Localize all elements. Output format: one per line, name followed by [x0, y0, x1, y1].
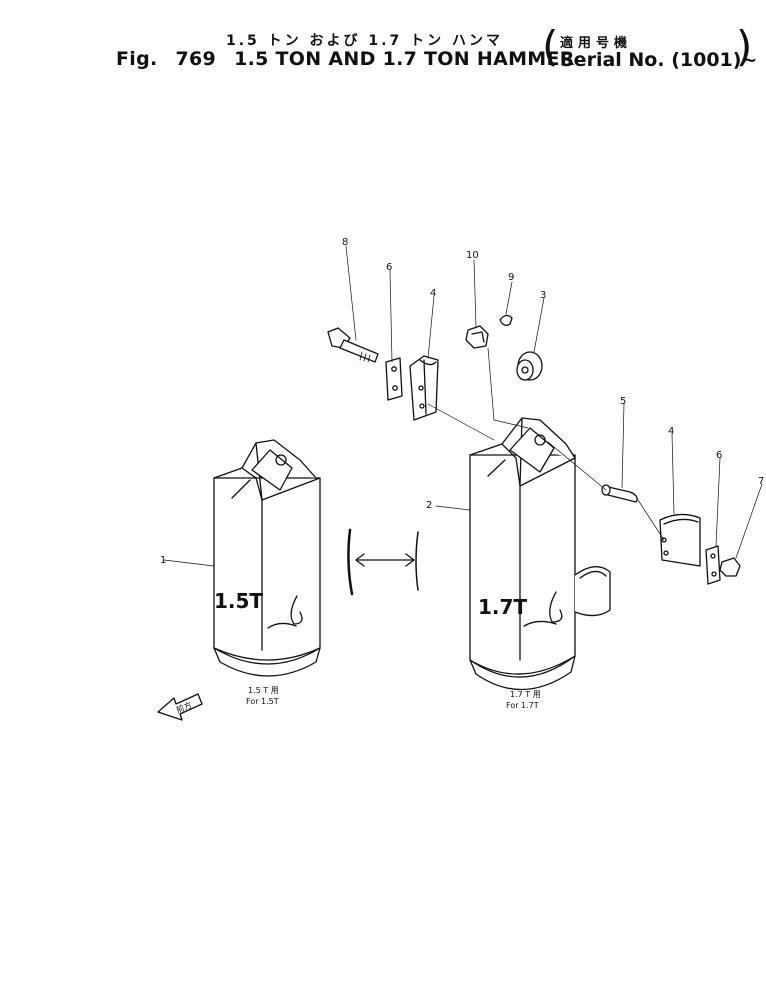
close-paren: ) [736, 22, 753, 71]
callout-6-upper: 6 [386, 262, 392, 273]
part-shaft-5 [601, 484, 638, 503]
japanese-title: 1.5 トン および 1.7 トン ハンマ [226, 33, 503, 49]
front-direction-arrow: 前方 [157, 693, 203, 721]
assembly-lines [427, 347, 665, 541]
hammer-1-7t: 1.7T [469, 417, 611, 691]
callout-6-lower: 6 [716, 450, 722, 461]
leader-lines [163, 245, 763, 567]
caption-left-en: For 1.5T [246, 697, 279, 706]
fig-number: 769 [175, 48, 217, 70]
open-paren: ( [542, 22, 559, 71]
part-washer-3 [516, 351, 543, 381]
caption-left-jp: 1.5 T 用 [248, 686, 279, 695]
callout-7: 7 [758, 476, 764, 487]
caption-right-jp: 1.7 T 用 [510, 690, 541, 699]
stamp-1-5t: 1.5T [214, 589, 263, 613]
caption-right-en: For 1.7T [506, 701, 539, 710]
callout-2: 2 [426, 500, 432, 511]
fig-label: Fig. [116, 48, 158, 70]
callout-5: 5 [620, 396, 626, 407]
callout-8: 8 [342, 237, 348, 248]
part-nut-7 [719, 557, 741, 577]
part-plate-6-lower [705, 545, 721, 585]
callout-3: 3 [540, 290, 546, 301]
part-bolt-8 [327, 327, 379, 363]
callout-4-upper: 4 [430, 288, 436, 299]
hammer-1-5t: 1.5T [213, 439, 321, 677]
callout-1: 1 [160, 555, 166, 566]
fig-title-text: 1.5 TON AND 1.7 TON HAMMER [234, 48, 575, 70]
serial-label-en: Serial No. (1001)~ [560, 49, 758, 71]
callout-10: 10 [466, 250, 479, 261]
interchange-arrow [347, 528, 419, 596]
part-nut-10 [465, 325, 489, 349]
figure-title: Fig. 769 1.5 TON AND 1.7 TON HAMMER [116, 48, 593, 70]
part-bracket-4-upper [409, 355, 439, 421]
callout-4-lower: 4 [668, 426, 674, 437]
part-bracket-4-lower [659, 513, 701, 567]
serial-label-jp: 適用号機 [560, 36, 633, 51]
part-plate-6-upper [385, 357, 403, 401]
callout-9: 9 [508, 272, 514, 283]
stamp-1-7t: 1.7T [478, 595, 527, 619]
part-pin-9 [499, 314, 513, 326]
